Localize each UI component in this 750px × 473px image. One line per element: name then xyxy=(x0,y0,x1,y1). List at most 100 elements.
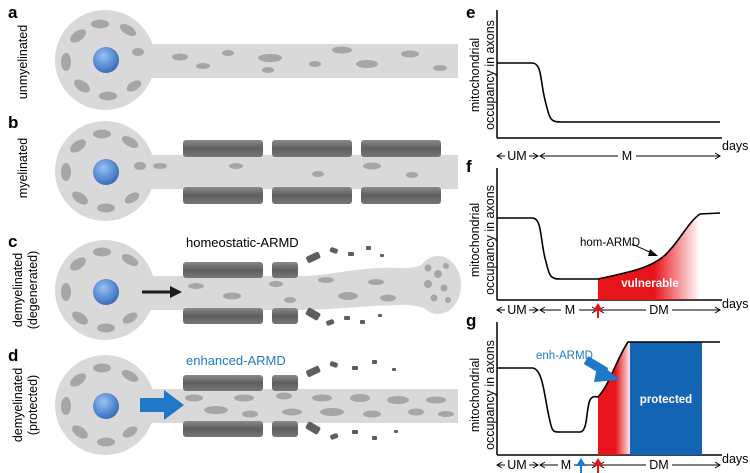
mitochondrion xyxy=(70,139,86,153)
phase-um-label: UM xyxy=(507,458,526,472)
mitochondrion xyxy=(338,292,358,300)
mitochondrion xyxy=(124,192,140,204)
mitochondrion xyxy=(262,67,274,73)
panel-c-label-line1: demyelinated xyxy=(11,253,25,327)
myelin-sheath xyxy=(272,262,298,278)
occupancy-curve xyxy=(497,212,721,280)
mitochondrion xyxy=(61,163,71,181)
myelin-sheaths xyxy=(183,262,298,324)
mitochondrion xyxy=(440,284,448,292)
axon xyxy=(150,44,458,78)
red-arrow-marker xyxy=(593,458,603,473)
label-bg xyxy=(505,149,529,162)
debris xyxy=(394,430,398,433)
mitochondrion xyxy=(276,392,292,400)
panel-f-ylabel-line2: occupancy in axons xyxy=(483,185,497,295)
label-bg xyxy=(646,458,672,471)
myelin-sheath xyxy=(272,308,298,324)
label-bg xyxy=(646,303,672,316)
mitochondrion xyxy=(91,19,109,29)
black-arrow xyxy=(142,286,182,298)
arrowhead xyxy=(539,306,546,314)
panel-e-ylabel-line1: mitochondrial xyxy=(468,38,482,112)
mitochondrion xyxy=(134,162,146,170)
arrowhead xyxy=(532,461,539,469)
mitochondrion xyxy=(204,406,228,414)
enhanced-region xyxy=(598,342,630,455)
panel-d-label-line2: (protected) xyxy=(26,375,40,435)
mitochondrion xyxy=(401,50,419,58)
mitochondrion xyxy=(229,163,243,169)
debris xyxy=(372,436,377,440)
axon-mitochondria xyxy=(188,263,451,303)
mitochondrion xyxy=(72,191,88,205)
mitochondrion xyxy=(438,411,454,417)
debris xyxy=(305,421,321,435)
mitochondrion xyxy=(70,29,86,43)
panel-a-letter: a xyxy=(8,3,18,22)
mitochondrion xyxy=(126,80,142,92)
mitochondrion xyxy=(97,437,115,447)
debris xyxy=(352,430,358,434)
nucleus xyxy=(93,159,119,185)
cell-mitochondria xyxy=(61,129,146,213)
axon-terminal-swelling xyxy=(415,256,461,314)
arrowhead xyxy=(714,152,721,160)
mitochondrion xyxy=(424,280,432,288)
panel-g-ylabel-line2: occupancy in axons xyxy=(483,340,497,450)
phase-m-label: M xyxy=(561,458,571,472)
debris xyxy=(330,433,339,440)
mitochondrion xyxy=(406,172,418,178)
blue-arrow xyxy=(140,390,184,420)
panel-c-label-line2: (degenerated) xyxy=(26,251,40,330)
cell-mitochondria xyxy=(61,19,144,101)
panel-c: c demyelinated (degenerated) homeostatic… xyxy=(8,232,461,340)
label-bg xyxy=(561,303,579,316)
hom-armd-label: hom-ARMD xyxy=(580,237,640,249)
vulnerable-label: vulnerable xyxy=(621,278,679,290)
panel-b: b myelinated xyxy=(8,113,458,221)
debris xyxy=(378,314,382,317)
mitochondrion xyxy=(97,203,115,213)
arrowhead xyxy=(714,306,721,314)
axon-mitochondria xyxy=(172,46,447,73)
mitochondrion xyxy=(222,50,234,56)
mitochondrion xyxy=(424,264,432,272)
mitochondrion xyxy=(258,54,282,62)
occupancy-curve xyxy=(497,62,720,123)
mitochondrion xyxy=(97,323,115,333)
myelin-sheath xyxy=(272,140,352,157)
myelin-sheath xyxy=(183,140,263,157)
mitochondrion xyxy=(350,394,370,402)
mitochondrion xyxy=(172,53,188,61)
myelin-sheath xyxy=(183,187,263,204)
panel-g-letter: g xyxy=(466,311,476,330)
mitochondrion xyxy=(121,254,139,266)
label-bg xyxy=(618,149,636,162)
myelin-sheath xyxy=(183,375,263,391)
enh-armd-label: enh-ARMD xyxy=(536,350,593,362)
myelin-sheath xyxy=(361,187,441,204)
panel-d: d demyelinated (protected) enhanced-ARMD xyxy=(8,346,458,455)
mitochondrion xyxy=(122,426,138,438)
mitochondrion xyxy=(61,283,71,301)
arrowhead xyxy=(532,152,539,160)
mitochondrion xyxy=(93,129,111,139)
mitochondrion xyxy=(363,410,381,418)
red-arrow-marker xyxy=(593,303,603,318)
mitochondrion xyxy=(122,312,138,324)
myelin-sheaths xyxy=(183,375,298,437)
arrowhead xyxy=(714,461,721,469)
blue-arrow-marker xyxy=(576,458,586,473)
axon xyxy=(150,389,458,423)
myelin-debris xyxy=(305,246,384,326)
label-bg xyxy=(558,458,574,471)
mitochondrion xyxy=(70,373,86,387)
mitochondrion xyxy=(185,394,203,402)
myelin-sheath xyxy=(183,308,263,324)
mitochondrion xyxy=(61,53,71,71)
myelin-debris xyxy=(305,360,398,440)
enh-armd-big-arrow xyxy=(583,356,620,382)
mitochondrion xyxy=(196,63,210,69)
